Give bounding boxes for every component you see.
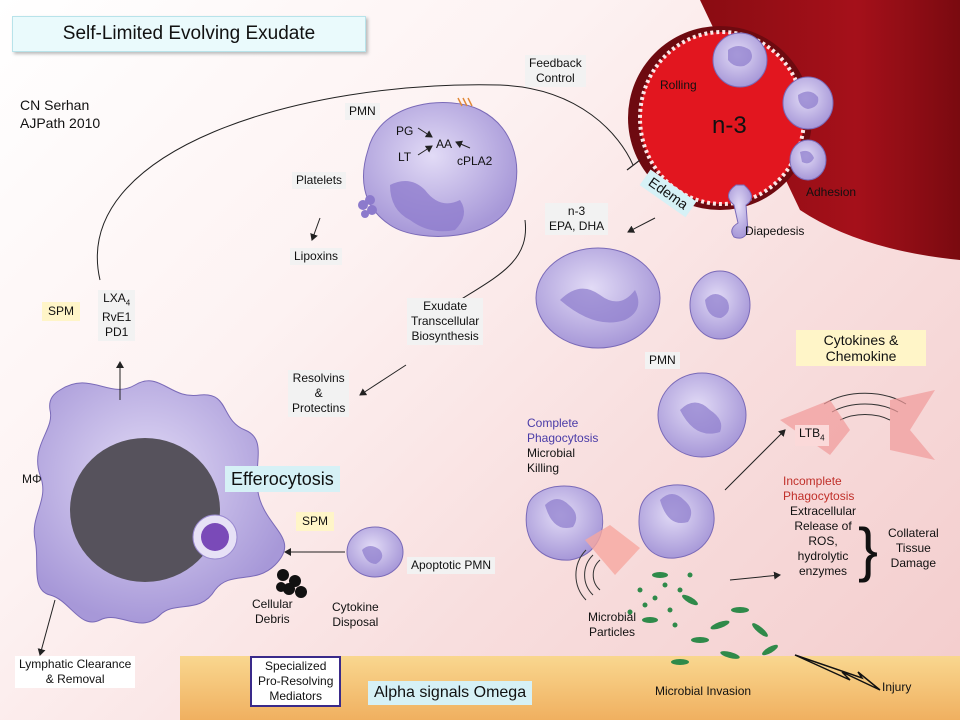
spm-bottom-label: SPM bbox=[296, 512, 335, 531]
epa-line2: EPA, DHA bbox=[549, 219, 605, 233]
collateral-line3: Damage bbox=[890, 556, 937, 570]
resolvins-line1: Resolvins bbox=[292, 371, 345, 385]
incomplete-line1: Incomplete bbox=[783, 474, 842, 488]
n3-label: n-3 bbox=[712, 112, 747, 139]
lxa4-label: LXA4 bbox=[103, 291, 131, 308]
cytokine-disposal-line2: Disposal bbox=[332, 615, 379, 629]
collateral-line1: Collateral bbox=[888, 526, 939, 540]
platelet-cluster bbox=[358, 195, 377, 218]
resolvins-line3: Protectins bbox=[292, 401, 346, 415]
mediators-list: LXA4 RvE1 PD1 bbox=[98, 290, 136, 342]
incomplete-line6: hydrolytic bbox=[797, 549, 849, 563]
incomplete-line7: enzymes bbox=[798, 564, 848, 578]
exudate-label: Exudate Transcellular Biosynthesis bbox=[407, 298, 484, 345]
phagocytosis-cells bbox=[525, 484, 715, 561]
brace-icon: } bbox=[858, 516, 878, 583]
apoptotic-pmn-cell bbox=[346, 526, 404, 578]
lipoxins-label: Lipoxins bbox=[290, 248, 343, 265]
macrophage-label: MΦ bbox=[22, 472, 42, 486]
exudate-line1: Exudate bbox=[423, 299, 468, 313]
debris-line1: Cellular bbox=[252, 597, 293, 611]
cytokines-line1: Cytokines & bbox=[823, 332, 899, 348]
complete-line3: Microbial bbox=[527, 446, 576, 460]
specialized-line2: Pro-Resolving bbox=[258, 674, 334, 688]
exudate-line2: Transcellular bbox=[411, 314, 480, 328]
specialized-mediators-label: Specialized Pro-Resolving Mediators bbox=[250, 656, 342, 707]
incomplete-line3: Extracellular bbox=[789, 504, 857, 518]
cytokine-disposal-line1: Cytokine bbox=[332, 600, 379, 614]
lt-label: LT bbox=[398, 150, 412, 164]
microbial-particles-line1: Microbial bbox=[588, 610, 637, 624]
rve1-label: RvE1 bbox=[102, 310, 132, 325]
pg-label: PG bbox=[396, 124, 414, 138]
rolling-label: Rolling bbox=[660, 78, 697, 92]
lymphatic-line2: & Removal bbox=[45, 672, 105, 686]
pmn-mid-label: PMN bbox=[645, 352, 680, 369]
pd1-label: PD1 bbox=[105, 325, 129, 340]
incomplete-line4: Release of bbox=[794, 519, 852, 533]
complete-phagocytosis-label: Complete Phagocytosis Microbial Killing bbox=[527, 416, 598, 476]
apoptotic-pmn-label: Apoptotic PMN bbox=[407, 557, 496, 574]
cytokines-line2: Chemokine bbox=[825, 348, 897, 364]
diapedesis-label: Diapedesis bbox=[745, 224, 805, 238]
signal-arcs bbox=[575, 392, 907, 601]
microbial-particles-label: Microbial Particles bbox=[588, 610, 636, 640]
lymphatic-line1: Lymphatic Clearance bbox=[19, 657, 132, 671]
debris-line2: Debris bbox=[255, 612, 290, 626]
cytokine-arrow-shape bbox=[890, 390, 935, 460]
injury-label: Injury bbox=[882, 680, 912, 694]
incomplete-line2: Phagocytosis bbox=[783, 489, 855, 503]
flow-arrows bbox=[37, 217, 786, 656]
citation-journal: AJPath 2010 bbox=[20, 115, 101, 131]
collateral-damage-label: Collateral Tissue Damage bbox=[888, 526, 939, 571]
platelets-label: Platelets bbox=[292, 172, 347, 189]
citation: CN Serhan AJPath 2010 bbox=[20, 96, 100, 132]
microbial-particles-line2: Particles bbox=[589, 625, 636, 639]
microbial-invasion-label: Microbial Invasion bbox=[655, 684, 752, 698]
feedback-arc bbox=[97, 84, 634, 281]
injury-bolt-icon bbox=[794, 654, 881, 691]
aa-label: AA bbox=[436, 137, 453, 151]
cytokine-disposal-label: Cytokine Disposal bbox=[332, 600, 379, 630]
ltb4-label: LTB4 bbox=[795, 425, 829, 447]
vessel-nuclei bbox=[728, 46, 819, 164]
pmn-mid-cells bbox=[535, 247, 751, 458]
incomplete-line5: ROS, bbox=[808, 534, 838, 548]
feedback-inhibit-bar bbox=[626, 159, 641, 171]
pmn-top-cell bbox=[358, 97, 518, 237]
resolvins-line2: & bbox=[314, 386, 323, 400]
specialized-line3: Mediators bbox=[269, 689, 323, 703]
specialized-line1: Specialized bbox=[265, 659, 327, 673]
collateral-line2: Tissue bbox=[895, 541, 931, 555]
exudate-line3: Biosynthesis bbox=[411, 329, 479, 343]
citation-author: CN Serhan bbox=[20, 97, 90, 113]
feedback-line2: Control bbox=[536, 71, 575, 85]
cytokines-label: Cytokines & Chemokine bbox=[796, 330, 926, 366]
epa-dha-label: n-3 EPA, DHA bbox=[545, 203, 609, 235]
efferocytosis-label: Efferocytosis bbox=[225, 466, 340, 492]
adhesion-label: Adhesion bbox=[806, 185, 857, 199]
feedback-control-label: Feedback Control bbox=[525, 55, 586, 87]
page-title: Self-Limited Evolving Exudate bbox=[12, 16, 366, 52]
blood-vessel bbox=[628, 0, 960, 260]
cellular-debris bbox=[276, 569, 307, 598]
macrophage-cell bbox=[33, 380, 286, 624]
spm-top-label: SPM bbox=[42, 302, 81, 321]
pmn-top-label: PMN bbox=[345, 103, 380, 120]
complete-line1: Complete bbox=[527, 416, 579, 430]
epa-line1: n-3 bbox=[567, 204, 586, 218]
microbe-cluster bbox=[627, 572, 778, 665]
lymphatic-label: Lymphatic Clearance & Removal bbox=[15, 656, 136, 688]
complete-line4: Killing bbox=[527, 461, 560, 475]
feedback-line1: Feedback bbox=[529, 56, 582, 70]
incomplete-phagocytosis-label: Incomplete Phagocytosis Extracellular Re… bbox=[783, 474, 863, 579]
complete-line2: Phagocytosis bbox=[527, 431, 599, 445]
ros-burst bbox=[585, 525, 640, 575]
resolvins-label: Resolvins & Protectins bbox=[288, 370, 350, 417]
cpla2-label: cPLA2 bbox=[457, 154, 493, 168]
alpha-omega-label: Alpha signals Omega bbox=[368, 681, 533, 705]
cellular-debris-label: Cellular Debris bbox=[252, 597, 293, 627]
